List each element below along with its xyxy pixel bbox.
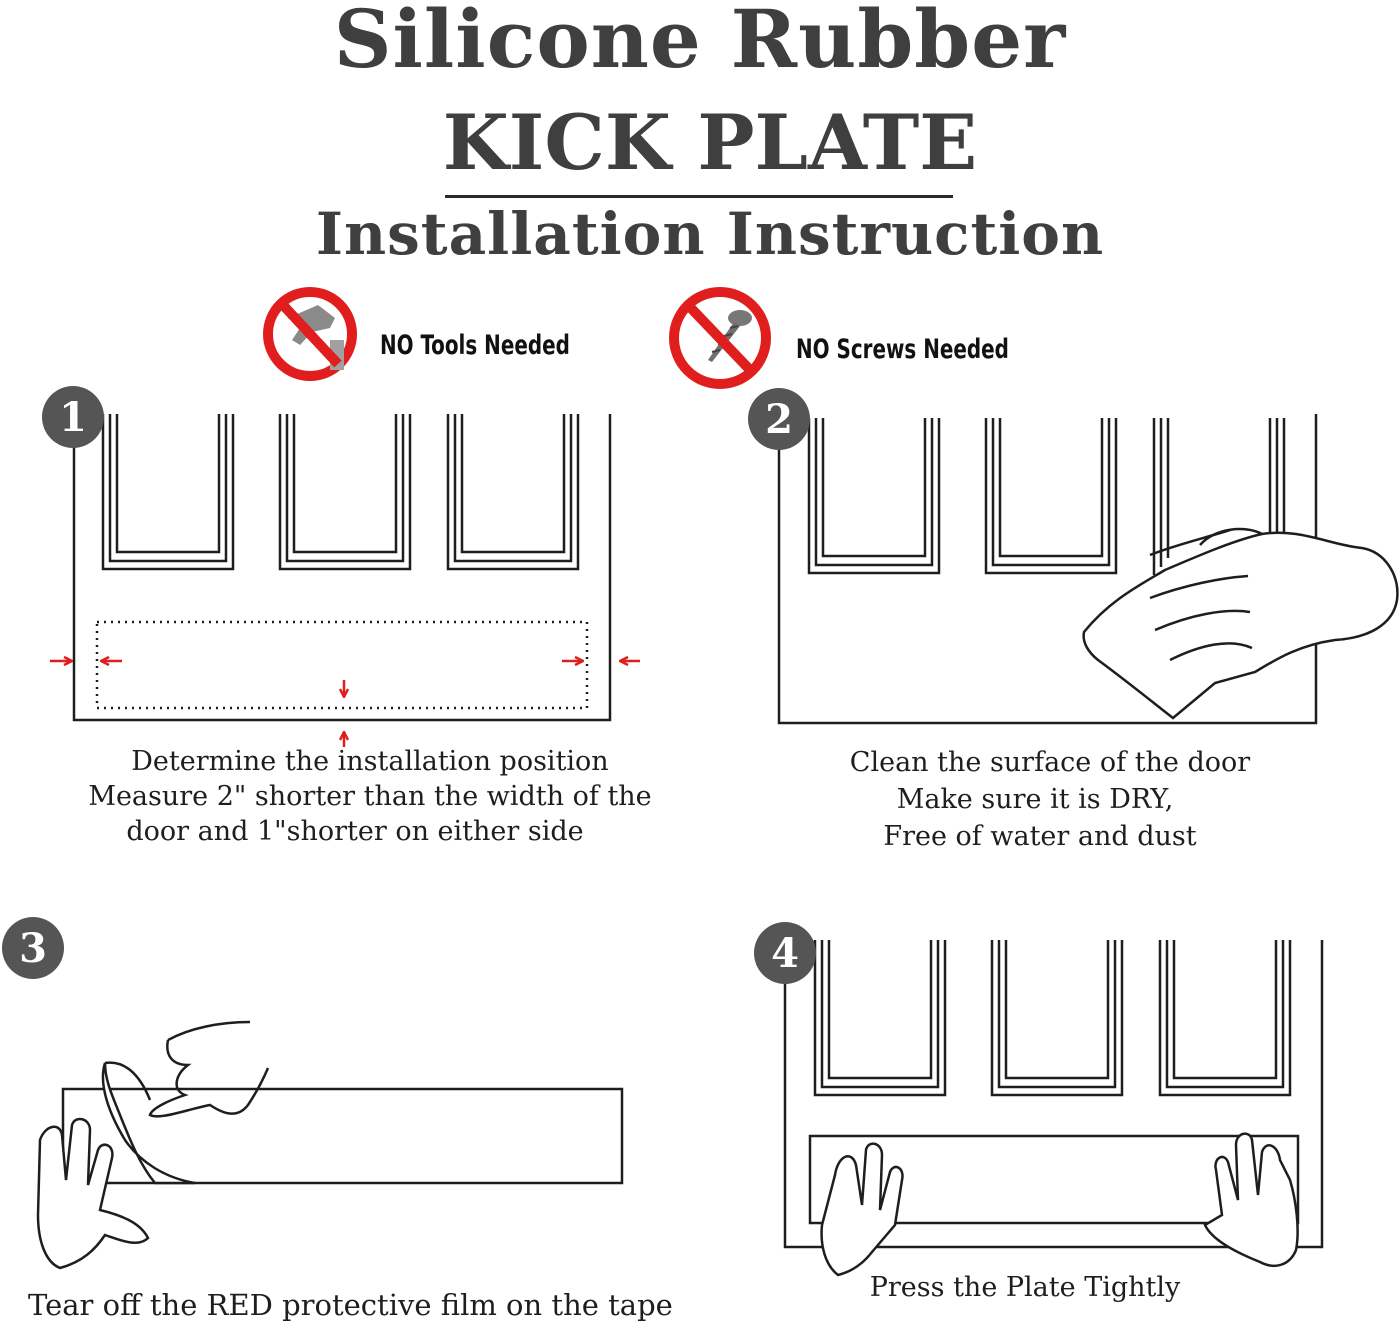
step-4-badge: 4	[754, 922, 816, 984]
step-1-line-1: Determine the installation position	[131, 746, 609, 777]
step-1-line-2: Measure 2" shorter than the width of the	[88, 781, 652, 812]
no-screws-label: NO Screws Needed	[796, 334, 1009, 365]
step-2-badge: 2	[748, 388, 810, 450]
no-tools-label: NO Tools Needed	[380, 330, 570, 361]
step-3-caption: Tear off the RED protective film on the …	[28, 1288, 673, 1323]
step-4-line-1: Press the Plate Tightly	[869, 1272, 1181, 1303]
step-2-line-3: Free of water and dust	[883, 821, 1197, 852]
step-4-caption: Press the Plate Tightly	[800, 1270, 1250, 1305]
step-1-caption: Determine the installation position Meas…	[60, 744, 680, 849]
step-2-line-2: Make sure it is DRY,	[896, 784, 1174, 815]
step4-door-drawing	[783, 938, 1324, 1277]
step3-plate-drawing	[36, 1020, 624, 1270]
no-screws-icon	[669, 287, 771, 389]
step-2-line-1: Clean the surface of the door	[849, 747, 1251, 778]
no-tools-icon	[263, 287, 357, 381]
title-line-1: Silicone Rubber	[333, 0, 1067, 86]
step-2-caption: Clean the surface of the door Make sure …	[760, 744, 1340, 855]
step1-door-drawing	[50, 412, 640, 747]
step-3-badge: 3	[2, 917, 64, 979]
step-1-badge: 1	[42, 386, 104, 448]
step-3-line-1: Tear off the RED protective film on the …	[28, 1288, 673, 1322]
step2-door-drawing	[777, 414, 1399, 725]
title-line-3: Installation Instruction	[315, 200, 1105, 268]
title-divider	[445, 195, 953, 198]
step-1-line-3: door and 1"shorter on either side	[126, 816, 584, 847]
title-line-2: KICK PLATE	[442, 98, 978, 187]
